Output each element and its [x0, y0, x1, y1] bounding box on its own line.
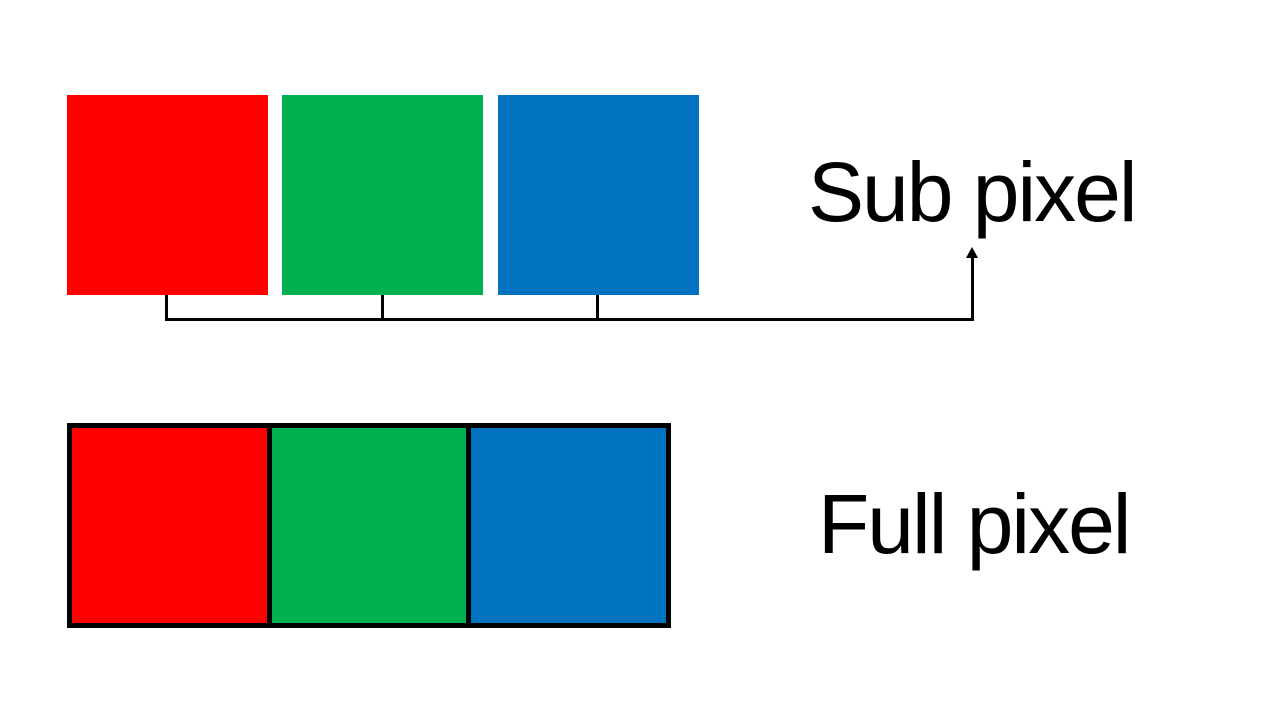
subpixel-green-swatch [282, 95, 483, 295]
fullpixel-outline [67, 423, 671, 628]
fullpixel-label: Full pixel [818, 477, 1131, 571]
subpixel-label: Sub pixel [808, 145, 1138, 239]
fullpixel-blue-cell [471, 428, 667, 623]
bracket-horizontal-line [165, 318, 974, 321]
bracket-tick-red [165, 295, 168, 321]
subpixel-red-swatch [67, 95, 268, 295]
subpixel-blue-swatch [498, 95, 699, 295]
bracket-tick-green [381, 295, 384, 321]
arrow-shaft-line [971, 256, 974, 321]
fullpixel-red-cell [72, 428, 267, 623]
bracket-tick-blue [596, 295, 599, 321]
fullpixel-green-cell [271, 428, 467, 623]
arrow-up-icon [966, 247, 978, 258]
